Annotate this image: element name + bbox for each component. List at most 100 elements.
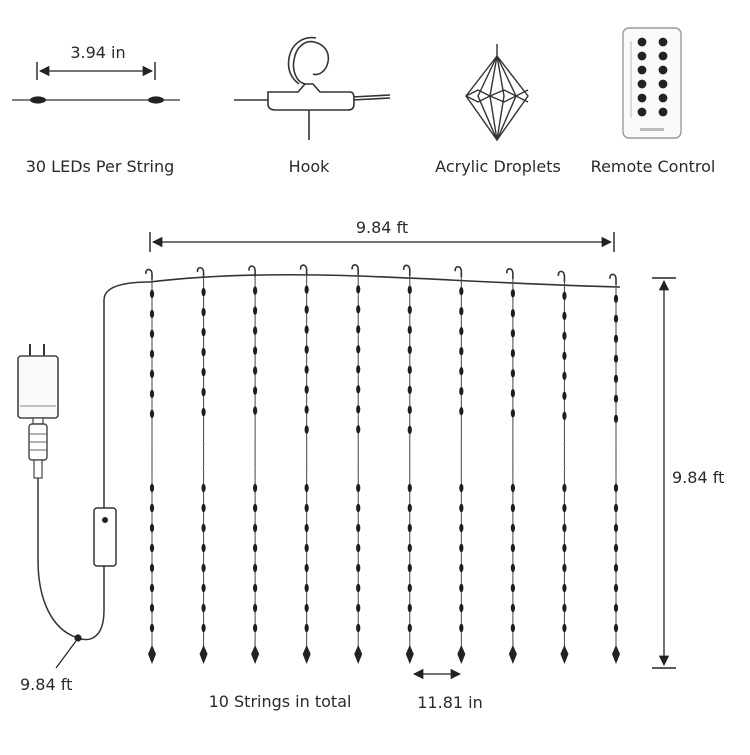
led-bulb [407,603,412,613]
gap-dot [615,471,617,473]
led-bulb [407,425,412,435]
remote-button [637,93,647,103]
led-bulb [407,325,412,335]
led-bulb [253,503,258,513]
led-bulb [253,523,258,533]
string-hook [145,268,153,280]
gap-dot [511,457,514,459]
led-bulb [304,563,309,573]
led-bulb [510,543,515,553]
led-bulb [201,483,206,493]
remote-button [658,79,668,89]
led-bulb [356,325,361,334]
light-string [557,270,569,664]
gap-dot [563,443,566,445]
led-bulb [149,483,155,493]
led-spacing-icon [12,62,180,104]
led-bulb [613,543,619,553]
droplet [612,645,620,664]
gap-dot [254,443,257,445]
led-bulb [562,523,567,533]
led-bulb [562,483,567,493]
led-bulb [459,563,464,573]
light-string [506,267,517,664]
led-bulb [253,543,258,553]
led-bulb [356,385,361,394]
gap-dot [151,464,153,466]
gap-dot [202,464,205,466]
led-bulb [304,365,309,374]
string-hook [454,265,463,278]
gap-dot [357,457,360,459]
led-bulb [459,623,464,633]
led-bulb [304,603,309,613]
led-bulb [149,623,155,633]
led-bulb [304,503,309,513]
led-bulb [149,369,155,379]
led-bulb [356,523,361,533]
led-bulb [407,523,412,533]
led-bulb [253,366,258,375]
string-hook [506,267,514,280]
led-bulb [613,483,619,493]
led-bulb [459,543,464,553]
light-string [402,264,414,664]
led-bulb [304,623,309,633]
droplet [405,645,414,664]
gap-dot [305,471,308,473]
gap-dot [254,471,257,473]
gap-dot [563,471,566,473]
led-bulb [304,285,309,294]
led-bulb [149,543,155,553]
led-bulb [149,329,155,339]
led-bulb [613,623,619,633]
led-bulb [201,623,206,633]
light-string [196,266,208,664]
led-bulb [149,289,155,299]
strings-total-label: 10 Strings in total [209,692,352,711]
led-bulb [407,365,412,375]
light-string [145,268,156,664]
gap-dot [460,443,463,445]
led-bulb [201,347,206,357]
led-bulb [459,503,464,513]
led-bulb [201,287,206,297]
led-bulb [562,543,567,553]
led-bulb [562,603,567,613]
led-bulb [201,387,206,397]
led-bulb [510,309,515,318]
string-hook [248,265,256,277]
string-hook [609,273,617,285]
led-bulb [407,483,412,493]
led-bulb [356,285,361,294]
led-bulb [459,583,464,593]
led-bulb [562,331,567,341]
led-bulb [562,291,567,301]
droplet [302,645,311,664]
led-bulb [562,391,567,401]
controller-box-icon [93,507,117,567]
gap-dot [615,450,617,452]
led-bulb [407,285,412,295]
gap-dot [202,450,205,452]
led-bulb [201,523,206,533]
gap-dot [615,464,617,466]
remote-button-grid [630,37,668,118]
led-bulb [407,543,412,553]
led-bulb [356,305,361,314]
droplet [199,645,208,664]
led-bulb [510,523,515,533]
remote-button [637,107,647,117]
remote-button [637,37,647,47]
led-bulb [613,523,619,533]
led-bulb [201,543,206,553]
led-bulb [356,345,361,354]
led-bulb [510,389,515,398]
led-bulb [459,327,464,336]
led-bulb [304,483,309,493]
curtain-height-label: 9.84 ft [672,468,724,487]
lead-cable [37,281,151,641]
led-bulb [407,503,412,513]
led-bulb [459,307,464,316]
